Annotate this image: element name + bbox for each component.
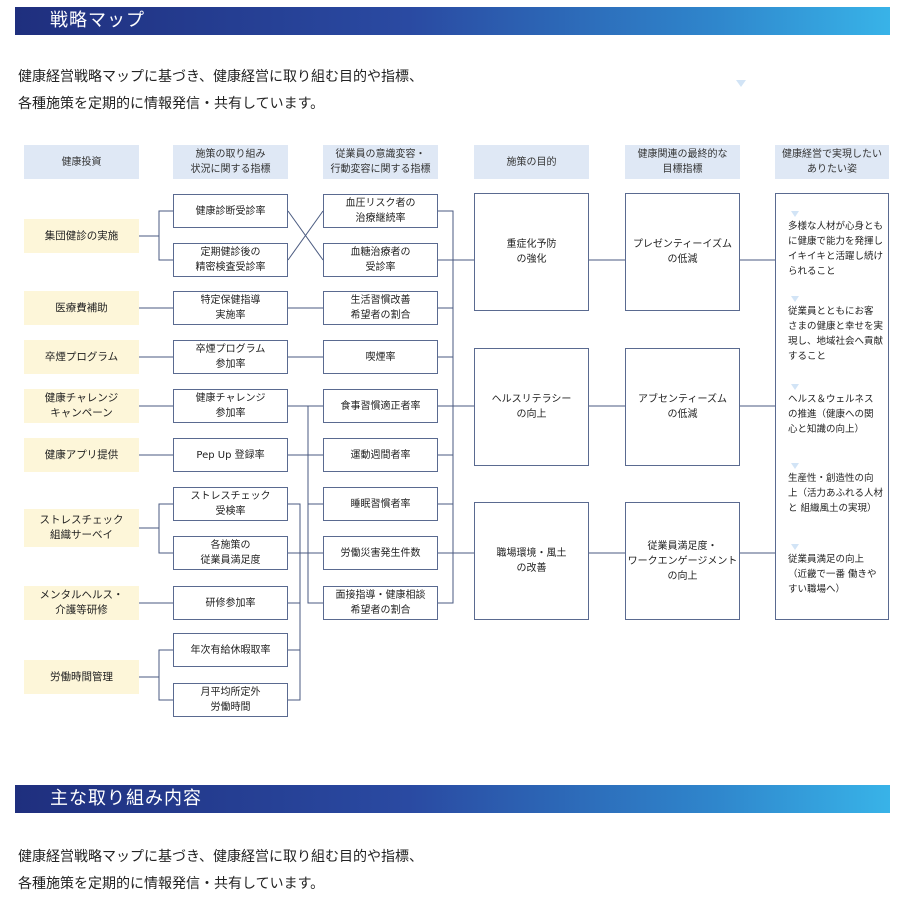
behavior-glucose-visit: 血糖治療者の 受診率 [323, 243, 438, 277]
investment-health-app: 健康アプリ提供 [24, 438, 139, 472]
purpose-severity-prevention: 重症化予防 の強化 [474, 193, 589, 311]
column-header-purpose: 施策の目的 [474, 145, 589, 179]
activity-quit-program-rate: 卒煙プログラム 参加率 [173, 340, 288, 374]
activity-checkup-rate: 健康診断受診率 [173, 194, 288, 228]
investment-quit-smoking: 卒煙プログラム [24, 340, 139, 374]
column-header-final-goal: 健康関連の最終的な 目標指標 [625, 145, 740, 179]
triangle-bullet-icon [791, 211, 799, 217]
section-title-text: 主な取り組み内容 [50, 788, 202, 809]
activity-pepup-rate: Pep Up 登録率 [173, 438, 288, 472]
behavior-sleep-rate: 睡眠習慣者率 [323, 487, 438, 521]
activity-training-rate: 研修参加率 [173, 586, 288, 620]
triangle-bullet-icon [791, 296, 799, 302]
intro-line-2: 各種施策を定期的に情報発信・共有しています。 [18, 876, 325, 892]
behavior-lifestyle-improve: 生活習慣改善 希望者の割合 [323, 291, 438, 325]
section-title-text: 戦略マップ [50, 10, 145, 31]
column-header-investment: 健康投資 [24, 145, 139, 179]
ideal-state-item: 生産性・創造性の向 上（活力あふれる人材 と 組織風土の実現） [788, 463, 886, 516]
ideal-state-item: 従業員満足の向上 （近畿で一番 働きや すい職場へ） [788, 544, 886, 597]
column-header-ideal-state: 健康経営で実現したい ありたい姿 [775, 145, 889, 179]
section-title-main-initiatives: 主な取り組み内容 [15, 785, 890, 813]
purpose-workplace-culture: 職場環境・風土 の改善 [474, 502, 589, 620]
triangle-bullet-icon [791, 384, 799, 390]
intro-line-2: 各種施策を定期的に情報発信・共有しています。 [18, 96, 325, 112]
investment-health-challenge: 健康チャレンジ キャンペーン [24, 389, 139, 423]
activity-challenge-rate: 健康チャレンジ 参加率 [173, 389, 288, 423]
investment-work-hours: 労働時間管理 [24, 660, 139, 694]
activity-detailed-exam-rate: 定期健診後の 精密検査受診率 [173, 243, 288, 277]
investment-mental-training: メンタルヘルス・ 介護等研修 [24, 586, 139, 620]
behavior-smoking-rate: 喫煙率 [323, 340, 438, 374]
intro-text: 健康経営戦略マップに基づき、健康経営に取り組む目的や指標、 各種施策を定期的に情… [18, 64, 423, 118]
goal-absenteeism: アブセンティーズム の低減 [625, 348, 740, 466]
column-header-activity: 施策の取り組み 状況に関する指標 [173, 145, 288, 179]
ideal-states-box: 多様な人材が心身とも に健康で能力を発揮し イキイキと活躍し続け られること 従… [775, 193, 889, 620]
behavior-diet-rate: 食事習慣適正者率 [323, 389, 438, 423]
investment-medical-subsidy: 医療費補助 [24, 291, 139, 325]
activity-stress-check-rate: ストレスチェック 受検率 [173, 487, 288, 521]
goal-presenteeism: プレゼンティーイズム の低減 [625, 193, 740, 311]
column-header-behavior: 従業員の意識変容・ 行動変容に関する指標 [323, 145, 438, 179]
activity-paid-leave-rate: 年次有給休暇取率 [173, 633, 288, 667]
goal-engagement: 従業員満足度・ ワークエンゲージメント の向上 [625, 502, 740, 620]
investment-stress-check: ストレスチェック 組織サーベイ [24, 509, 139, 547]
activity-health-guidance-rate: 特定保健指導 実施率 [173, 291, 288, 325]
intro-text-2: 健康経営戦略マップに基づき、健康経営に取り組む目的や指標、 各種施策を定期的に情… [18, 844, 423, 898]
purpose-health-literacy: ヘルスリテラシー の向上 [474, 348, 589, 466]
ideal-state-item: 多様な人材が心身とも に健康で能力を発揮し イキイキと活躍し続け られること [788, 211, 886, 279]
triangle-bullet-icon [791, 544, 799, 550]
section-title-strategy-map: 戦略マップ [15, 7, 890, 35]
behavior-exercise-rate: 運動週間者率 [323, 438, 438, 472]
intro-line-1: 健康経営戦略マップに基づき、健康経営に取り組む目的や指標、 [18, 849, 424, 865]
activity-satisfaction: 各施策の 従業員満足度 [173, 536, 288, 570]
behavior-accident-count: 労働災害発生件数 [323, 536, 438, 570]
behavior-consultation-rate: 面接指導・健康相談 希望者の割合 [323, 586, 438, 620]
decorative-triangle-icon [736, 80, 746, 87]
investment-group-checkup: 集団健診の実施 [24, 219, 139, 253]
ideal-state-item: ヘルス＆ウェルネス の推進（健康への関 心と知識の向上） [788, 384, 886, 437]
behavior-bp-treatment: 血圧リスク者の 治療継続率 [323, 194, 438, 228]
intro-line-1: 健康経営戦略マップに基づき、健康経営に取り組む目的や指標、 [18, 69, 424, 85]
activity-overtime: 月平均所定外 労働時間 [173, 683, 288, 717]
ideal-state-item: 従業員とともにお客 さまの健康と幸せを実 現し、地域社会へ貢献 すること [788, 296, 886, 364]
triangle-bullet-icon [791, 463, 799, 469]
